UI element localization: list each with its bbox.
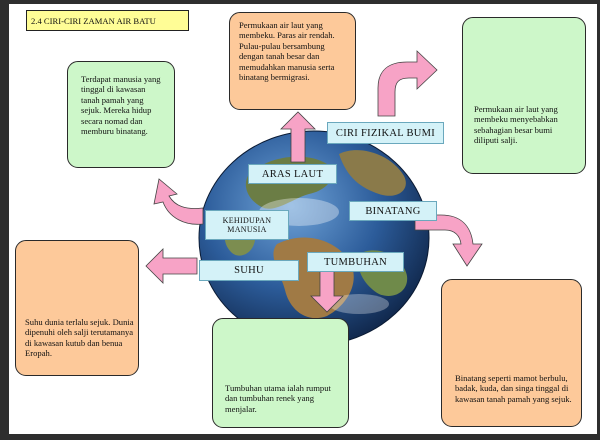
box-tumbuhan: Tumbuhan utama ialah rumput dan tumbuhan… [212, 318, 349, 428]
box-manusia-text: Terdapat manusia yang tinggal di kawasan… [81, 74, 161, 137]
box-aras-laut-text: Permukaan air laut yang membeku. Paras a… [239, 20, 335, 83]
slide: 2.4 CIRI-CIRI ZAMAN AIR BATU Terdapat ma… [9, 4, 597, 434]
slide-title: 2.4 CIRI-CIRI ZAMAN AIR BATU [26, 10, 189, 31]
label-aras-laut: ARAS LAUT [248, 164, 337, 184]
label-tumbuhan: TUMBUHAN [307, 252, 404, 272]
arrows [145, 50, 483, 313]
label-kehidupan-line2: MANUSIA [227, 225, 267, 234]
arrow-left [145, 248, 198, 284]
label-kehidupan-manusia: KEHIDUPAN MANUSIA [205, 210, 289, 240]
box-suhu: Suhu dunia terlalu sejuk. Dunia dipenuhi… [15, 240, 139, 376]
arrow-curve-left [153, 178, 204, 225]
box-ciri-fizikal: Permukaan air laut yang membeku menyebab… [462, 17, 586, 174]
arrow-curve-right-down [414, 214, 483, 267]
arrow-down [310, 267, 344, 313]
box-suhu-text: Suhu dunia terlalu sejuk. Dunia dipenuhi… [25, 317, 134, 359]
arrow-up [280, 111, 316, 163]
box-binatang-text: Binatang seperti mamot berbulu, badak, k… [455, 373, 572, 404]
box-ciri-fizikal-text: Permukaan air laut yang membeku menyebab… [474, 104, 558, 146]
label-ciri-fizikal-bumi: CIRI FIZIKAL BUMI [327, 122, 444, 144]
label-suhu: SUHU [199, 260, 299, 281]
box-tumbuhan-text: Tumbuhan utama ialah rumput dan tumbuhan… [225, 383, 331, 414]
arrow-curve-up-right [377, 50, 438, 117]
label-kehidupan-line1: KEHIDUPAN [222, 215, 272, 225]
box-aras-laut: Permukaan air laut yang membeku. Paras a… [229, 12, 356, 110]
box-binatang: Binatang seperti mamot berbulu, badak, k… [441, 279, 582, 427]
label-binatang: BINATANG [349, 201, 437, 221]
box-manusia: Terdapat manusia yang tinggal di kawasan… [67, 61, 175, 168]
